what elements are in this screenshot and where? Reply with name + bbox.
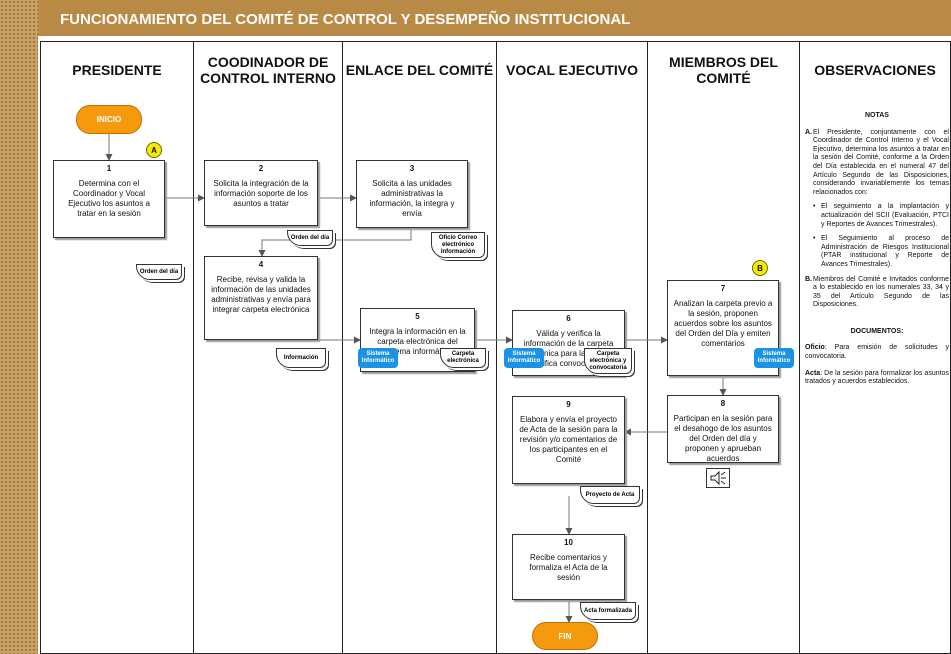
step-4-number: 4 [258,260,264,269]
step-9-number: 9 [566,400,571,409]
step-6-text: Válida y verifica la información de la c… [520,329,617,368]
step-8-text: Participan en la sesión para el desahogo… [673,414,773,463]
doc-acta-note: Acta: De la sesión para formalizar los a… [805,370,949,387]
document-acta-formalizada: Acta formalizada [580,602,636,620]
step-4-box: 4 Recibe, revisa y valida la información… [204,256,318,340]
document-carpeta-convocatoria: Carpeta electrónica y convocatoria [584,348,632,374]
document-informacion: Información [276,348,326,368]
system-database-7: Sistema Informático [754,348,794,368]
step-1-text: Determina con el Coordinador y Vocal Eje… [68,179,150,218]
notes-heading: NOTAS [865,112,889,119]
note-a: A. El Presidente, conjuntamente con el C… [805,129,949,198]
system-database-5: Sistema Informático [358,348,398,368]
step-8-number: 8 [720,399,726,408]
connector-a: A [146,142,162,158]
doc-oficio-text: : Para emisión de solicitudes y convocat… [805,344,949,361]
document-orden-dia-1: Orden del día [136,264,182,280]
end-terminal: FIN [532,622,598,650]
step-6-number: 6 [566,314,571,323]
step-10-text: Recibe comentarios y formaliza el Acta d… [529,553,608,582]
arrow-3-4 [258,228,412,257]
step-5-number: 5 [415,312,420,321]
doc-acta-text: : De la sesión para formalizar los asunt… [805,369,949,386]
document-oficio-correo: Oficio Correo electrónico Información [431,232,485,258]
step-7-box: 7 Analizan la carpeta previo a la sesión… [667,280,779,376]
step-7-text: Analizan la carpeta previo a la sesión, … [673,299,773,348]
note-bullet-2: El Seguimiento al proceso de Administrac… [813,235,949,269]
step-4-text: Recibe, revisa y valida la información d… [211,275,311,314]
note-b-text: Miembros del Comité e Invitados conforme… [813,275,949,309]
note-b: B. Miembros del Comité e Invitados confo… [805,276,949,310]
doc-oficio-note: Oficio: Para emisión de solicitudes y co… [805,344,949,361]
note-b-letter: B. [805,275,812,283]
lane-header-coordinador: COODINADOR DE CONTROL INTERNO [193,41,343,99]
connector-b: B [752,260,768,276]
lane-observaciones [799,98,951,654]
lane-header-observaciones: OBSERVACIONES [799,41,951,99]
start-terminal: INICIO [76,105,142,134]
document-orden-dia-2: Orden del día [287,230,333,246]
decorative-side-strip [0,0,38,654]
doc-oficio-term: Oficio [805,344,825,352]
speaker-icon [706,468,730,488]
step-2-number: 2 [258,164,264,173]
step-9-text: Elabora y envía el proyecto de Acta de l… [519,415,618,464]
step-1-box: 1 Determina con el Coordinador y Vocal E… [53,160,165,238]
page-title: FUNCIONAMIENTO DEL COMITÉ DE CONTROL Y D… [60,11,631,28]
document-carpeta-electronica: Carpeta electrónica [440,348,486,368]
note-a-letter: A. [805,128,812,136]
step-9-box: 9 Elabora y envía el proyecto de Acta de… [512,396,625,484]
system-database-6: Sistema Informático [504,348,544,368]
lane-header-miembros: MIEMBROS DEL COMITÉ [647,41,800,99]
step-3-text: Solicita a las unidades administrativas … [369,179,455,218]
title-bar [38,0,951,38]
observations-notes: NOTAS A. El Presidente, conjuntamente co… [805,112,949,395]
step-2-box: 2 Solicita la integración de la informac… [204,160,318,226]
step-3-number: 3 [409,164,415,173]
lane-header-enlace: ENLACE DEL COMITÉ [342,41,497,99]
documents-heading: DOCUMENTOS: [850,327,904,335]
note-a-text: El Presidente, conjuntamente con el Coor… [813,128,949,196]
doc-acta-term: Acta [805,369,821,377]
step-2-text: Solicita la integración de la informació… [213,179,309,208]
step-8-box: 8 Participan en la sesión para el desaho… [667,395,779,463]
step-10-box: 10 Recibe comentarios y formaliza el Act… [512,534,625,600]
step-5-text: Integra la información en la carpeta ele… [369,327,466,356]
note-bullet-1: El seguimiento a la implantación y actua… [813,203,949,229]
step-1-number: 1 [106,164,112,173]
step-10-number: 10 [564,538,573,547]
lane-header-presidente: PRESIDENTE [40,41,194,99]
step-7-number: 7 [720,284,726,293]
document-proyecto-acta: Proyecto de Acta [580,486,640,504]
lane-header-vocal: VOCAL EJECUTIVO [496,41,648,99]
step-3-box: 3 Solicita a las unidades administrativa… [356,160,468,228]
